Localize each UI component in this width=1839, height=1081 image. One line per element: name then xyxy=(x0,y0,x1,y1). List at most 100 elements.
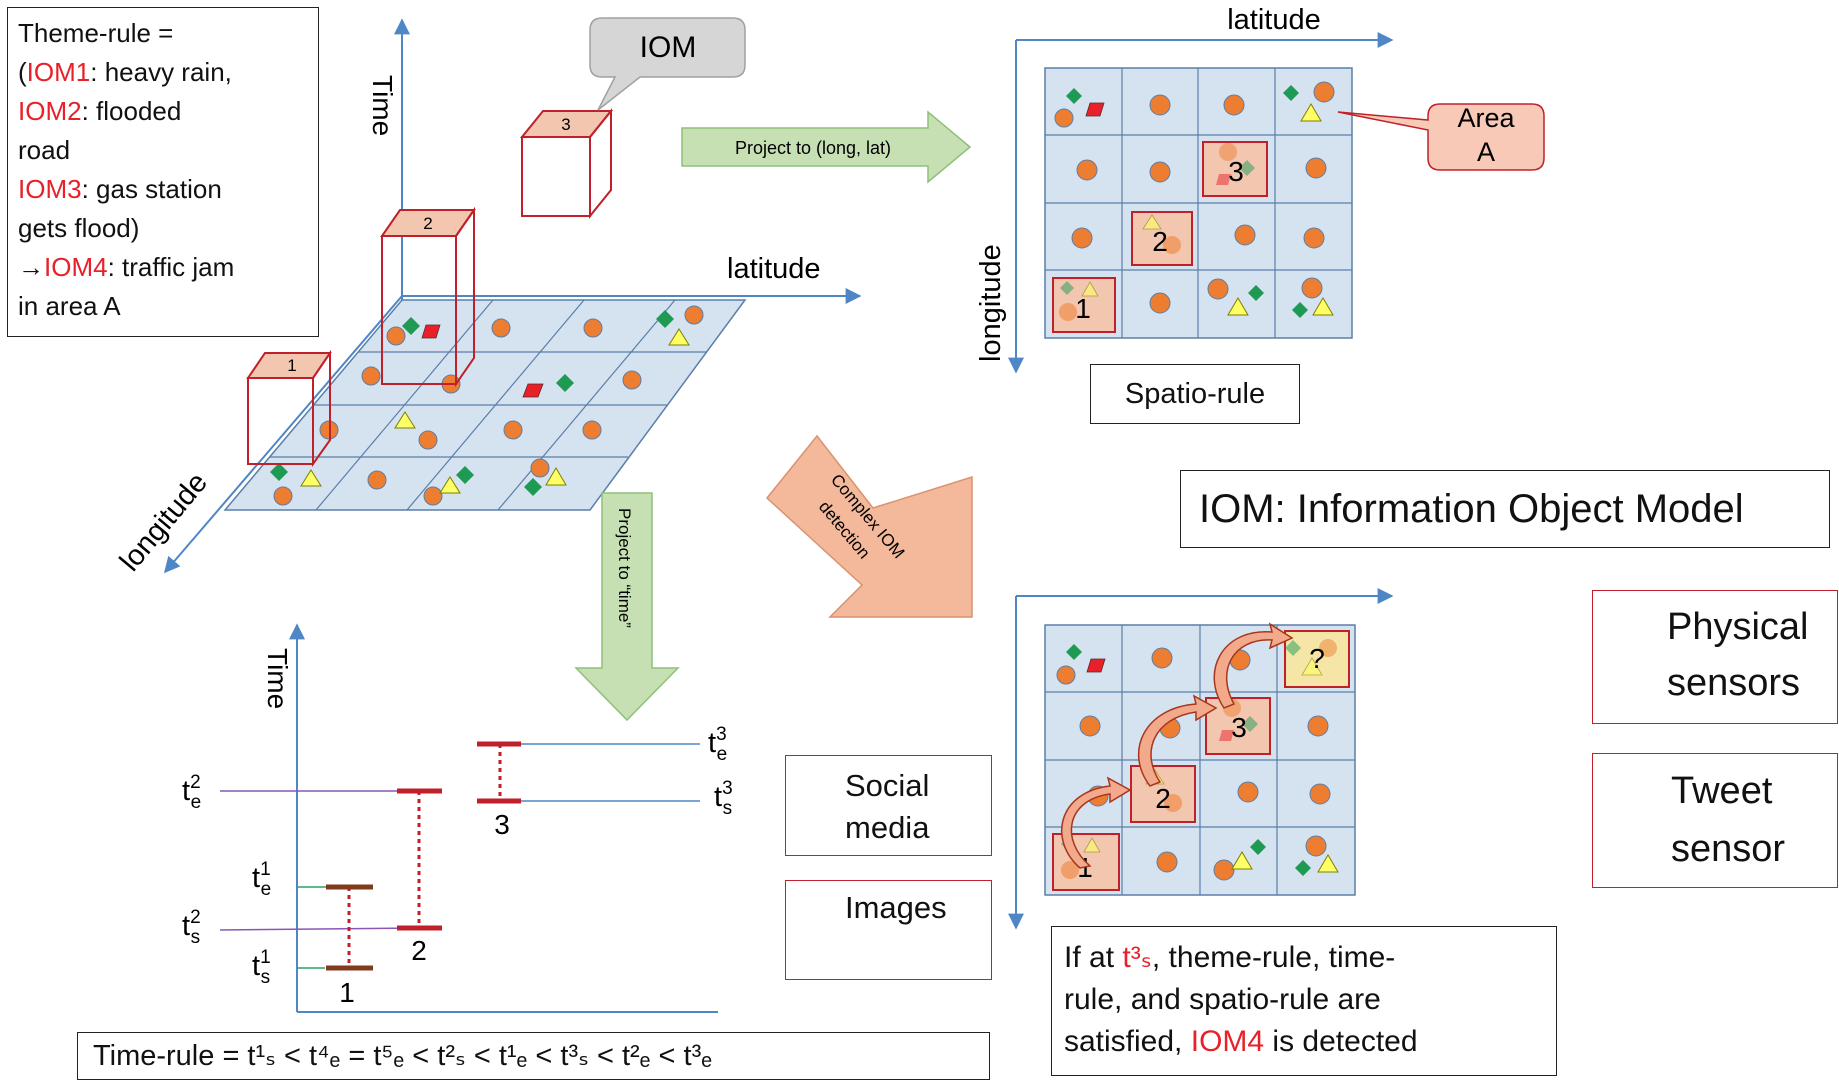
legend-tweet-line2: sensor xyxy=(1671,828,1786,870)
physical-sensor-marker xyxy=(545,467,567,486)
cube-1: 1 xyxy=(246,349,332,468)
propagation-arrow-3-unknown xyxy=(1213,622,1294,709)
area-a-line2: A xyxy=(1477,137,1495,167)
unknown-cell-label: ? xyxy=(1309,643,1325,674)
cell-1-label: 1 xyxy=(1075,293,1091,324)
tweet-marker xyxy=(1156,851,1178,873)
propagation-arrow-1-2 xyxy=(1061,776,1132,869)
tweet-marker xyxy=(1163,236,1181,254)
theme-rule-line: IOM2: flooded xyxy=(18,96,182,126)
detection-box: If at t³ₛ, theme-rule, time- rule, and s… xyxy=(1051,926,1557,1076)
cube-1-label: 1 xyxy=(287,356,296,375)
project-time-arrow: Project to “time” xyxy=(574,492,680,722)
axes-2d-top: latitude longitude xyxy=(975,4,1394,374)
time-rule-box: Time-rule = t¹ₛ < t⁴ₑ = t⁵ₑ < t²ₛ < t¹ₑ … xyxy=(77,1032,990,1080)
theme-rule-line: (IOM1: heavy rain, xyxy=(18,57,232,87)
physical-sensor-marker xyxy=(270,463,288,481)
theme-rule-line: →IOM4: traffic jam xyxy=(18,252,235,282)
interval-1-label: 1 xyxy=(339,977,355,1008)
physical-sensor-marker xyxy=(1060,281,1074,295)
physical-sensor-marker xyxy=(668,328,690,346)
iom-callout: IOM xyxy=(589,17,746,111)
latitude-axis-2d-label: latitude xyxy=(1227,4,1321,36)
theme-rule-line: IOM3: gas station xyxy=(18,174,222,204)
physical-sensor-marker xyxy=(556,374,574,392)
tweet-marker xyxy=(1303,227,1325,249)
physical-sensor-marker xyxy=(1239,160,1255,176)
project-longlat-label: Project to (long, lat) xyxy=(735,138,891,158)
physical-sensor-marker xyxy=(1300,103,1322,122)
axes-2d-bottom xyxy=(1008,588,1394,930)
tweet-marker xyxy=(530,458,550,478)
tweet-marker xyxy=(684,305,704,325)
image-marker xyxy=(1219,730,1234,741)
legend-social-box: Social media xyxy=(785,755,992,856)
physical-sensor-marker xyxy=(1081,281,1099,297)
physical-sensor-marker xyxy=(1231,851,1253,870)
theme-rule-line: gets flood) xyxy=(18,213,140,243)
tweet-marker xyxy=(1307,715,1329,737)
physical-sensor-marker xyxy=(300,469,322,487)
cell-2-highlight xyxy=(1130,765,1196,823)
detection-line3: satisfied, IOM4 is detected xyxy=(1064,1025,1418,1058)
cell-2-label: 2 xyxy=(1152,226,1168,257)
physical-sensor-marker xyxy=(1066,88,1082,104)
tweet-marker xyxy=(1301,277,1323,299)
iom-definition-label: IOM: Information Object Model xyxy=(1199,487,1744,531)
tweet-marker xyxy=(1305,157,1327,179)
tweet-marker xyxy=(1149,161,1171,183)
cell-2-highlight xyxy=(1131,211,1193,266)
tweet-marker xyxy=(1054,108,1074,128)
cube-2: 2 xyxy=(380,206,476,388)
theme-rule-line: Theme-rule = xyxy=(18,18,174,48)
spatio-rule-box: Spatio-rule xyxy=(1090,364,1300,424)
legend-physical-line1: Physical xyxy=(1667,606,1809,648)
physical-sensor-marker xyxy=(394,411,416,429)
interval-3-label: 3 xyxy=(494,809,510,840)
propagation-arrows xyxy=(1061,622,1294,869)
physical-sensor-marker xyxy=(402,317,420,335)
tweet-marker xyxy=(1149,292,1171,314)
physical-sensor-marker xyxy=(439,476,461,494)
image-marker xyxy=(421,324,441,339)
tweet-marker xyxy=(1061,861,1079,879)
image-marker xyxy=(1085,102,1105,117)
tweet-marker xyxy=(583,318,603,338)
theme-rule-line: in area A xyxy=(18,291,121,321)
physical-sensor-marker xyxy=(1250,839,1266,855)
tweet-marker xyxy=(361,366,381,386)
tweet-marker xyxy=(1076,159,1098,181)
detection-line1: If at t³ₛ, theme-rule, time- xyxy=(1064,941,1396,974)
image-marker xyxy=(522,383,544,398)
tweet-marker xyxy=(1149,94,1171,116)
theme-rule-box: Theme-rule = (IOM1: heavy rain, IOM2: floo… xyxy=(7,7,319,337)
theme-rule-line: road xyxy=(18,135,71,165)
theme-rule-text: Theme-rule = (IOM1: heavy rain, IOM2: floo… xyxy=(18,14,308,326)
grid-3d xyxy=(223,299,747,511)
cube-3-label: 3 xyxy=(561,115,570,134)
detection-line2: rule, and spatio-rule are xyxy=(1064,983,1381,1016)
physical-sensor-marker xyxy=(456,466,474,484)
legend-physical-box: Physical sensors xyxy=(1592,590,1838,724)
tweet-marker xyxy=(1079,715,1101,737)
iom-definition-box: IOM: Information Object Model xyxy=(1180,470,1830,548)
physical-sensor-marker xyxy=(1317,854,1339,873)
project-time-label: Project to “time” xyxy=(615,508,634,628)
area-a-callout: Area A xyxy=(1337,103,1545,171)
physical-sensor-marker xyxy=(1066,644,1082,660)
tweet-marker xyxy=(491,318,511,338)
interval-2-label: 2 xyxy=(411,935,427,966)
time-axis-label: Time xyxy=(367,75,398,136)
unknown-cell-highlight xyxy=(1284,630,1350,688)
legend-images-label: Images xyxy=(845,890,947,925)
tweet-marker xyxy=(1213,859,1235,881)
tweet-marker xyxy=(1056,665,1076,685)
tweet-marker xyxy=(1219,143,1237,161)
propagation-arrow-2-3 xyxy=(1138,694,1218,787)
timeline-axis-label: Time xyxy=(262,648,293,709)
